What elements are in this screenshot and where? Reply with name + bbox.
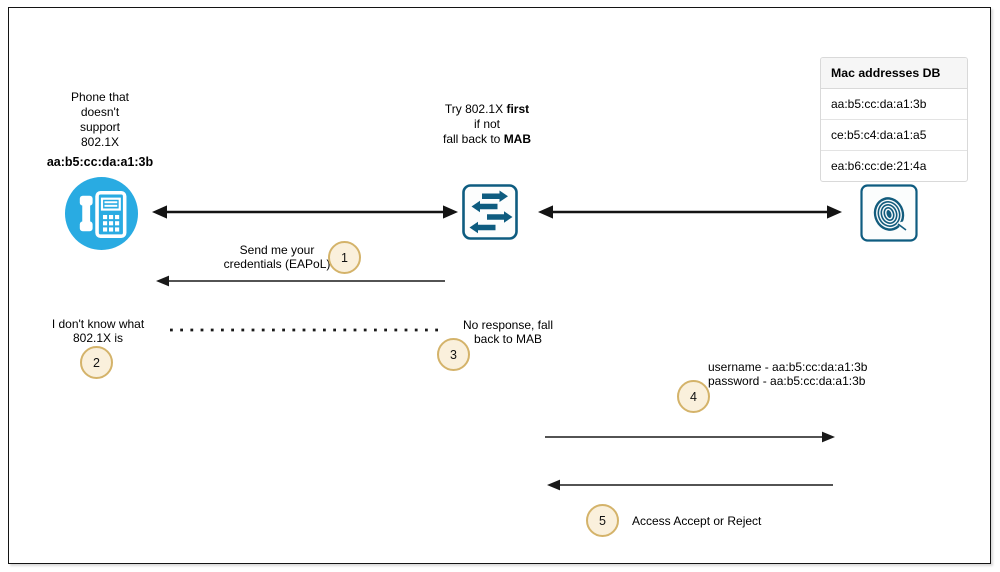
phone-label-line3: support — [79, 120, 121, 134]
step-number: 4 — [690, 389, 697, 404]
message-mab-credentials: username - aa:b5:cc:da:a1:3b password - … — [708, 360, 898, 388]
phone-label-line4: 802.1X — [80, 135, 120, 149]
switch-node — [462, 184, 518, 240]
step-number: 1 — [341, 250, 348, 265]
step-badge-2: 2 — [80, 346, 113, 379]
message-fallback-mab-line1: No response, fall — [462, 318, 554, 332]
message-fallback-mab: No response, fall back to MAB — [428, 318, 588, 346]
fax-phone-icon — [64, 176, 139, 251]
step-number: 5 — [599, 513, 606, 528]
message-fallback-mab-line2: back to MAB — [473, 332, 543, 346]
switch-label-line3: fall back to MAB — [387, 132, 587, 147]
switch-label-line2: if not — [473, 117, 500, 131]
message-access-result: Access Accept or Reject — [632, 514, 762, 528]
mac-db-table: Mac addresses DB aa:b5:cc:da:a1:3b ce:b5… — [820, 57, 968, 182]
message-mab-credentials-line1: username - aa:b5:cc:da:a1:3b — [708, 360, 868, 374]
phone-label-line1: Phone that — [70, 90, 130, 104]
switch-label: Try 802.1X first if not fall back to MAB — [387, 102, 587, 147]
step-badge-1: 1 — [328, 241, 361, 274]
auth-server-node — [860, 184, 918, 242]
step-badge-4: 4 — [677, 380, 710, 413]
step-number: 2 — [93, 355, 100, 370]
step-number: 3 — [450, 347, 457, 362]
switch-label-line1-bold: first — [506, 102, 530, 116]
phone-label-line2: doesn't — [80, 105, 120, 119]
mac-db-row: aa:b5:cc:da:a1:3b — [821, 89, 967, 120]
fingerprint-auth-icon — [860, 184, 918, 242]
switch-label-line3-bold: MAB — [503, 132, 532, 146]
message-no-dot1x: I don't know what 802.1X is — [18, 317, 178, 345]
step-badge-3: 3 — [437, 338, 470, 371]
phone-label: Phone that doesn't support 802.1X — [20, 90, 180, 150]
network-switch-icon — [462, 184, 518, 240]
message-eapol-line1: Send me your — [239, 243, 315, 257]
mac-db-row: ce:b5:c4:da:a1:a5 — [821, 120, 967, 151]
step-badge-5: 5 — [586, 504, 619, 537]
switch-label-line1-text: Try 802.1X — [444, 102, 507, 116]
mac-db-header: Mac addresses DB — [821, 58, 967, 89]
message-mab-credentials-line2: password - aa:b5:cc:da:a1:3b — [708, 374, 866, 388]
switch-label-line3-text: fall back to — [442, 132, 504, 146]
message-no-dot1x-line2: 802.1X is — [72, 331, 124, 345]
message-eapol-line2: credentials (EAPoL) — [223, 257, 331, 271]
mac-db-row: ea:b6:cc:de:21:4a — [831, 159, 927, 173]
switch-label-line1: Try 802.1X first — [387, 102, 587, 117]
message-no-dot1x-line1: I don't know what — [51, 317, 145, 331]
message-eapol: Send me your credentials (EAPoL) — [177, 243, 377, 271]
phone-node — [64, 176, 139, 251]
phone-mac-address: aa:b5:cc:da:a1:3b — [46, 155, 154, 169]
